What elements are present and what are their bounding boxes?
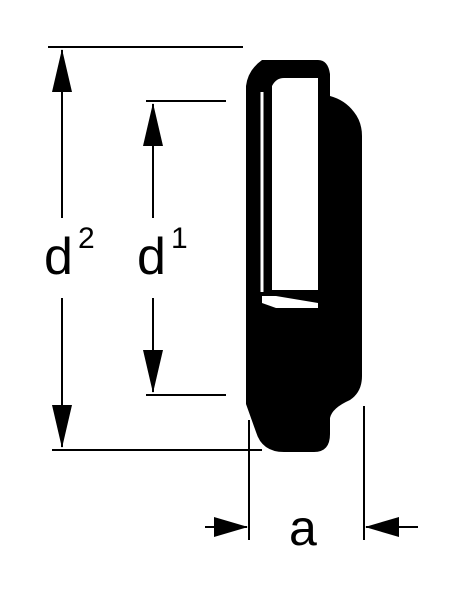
label-d2-index: 2 [78, 222, 95, 255]
label-d1-letter: d [137, 228, 166, 286]
arrowhead-d1-top [143, 103, 163, 146]
label-a: a [289, 500, 317, 556]
arrowhead-a-right [365, 517, 399, 537]
extension-lines [48, 46, 365, 540]
dimension-d1: d 1 [137, 103, 188, 393]
label-d1-index: 1 [171, 222, 188, 255]
dimension-a: a [205, 500, 418, 556]
label-d2-letter: d [44, 228, 73, 286]
arrowhead-d2-bottom [52, 405, 72, 448]
arrowhead-a-left [214, 517, 248, 537]
part-stripe [262, 296, 318, 308]
dimension-d2: d 2 [44, 49, 95, 448]
part-profile [246, 60, 362, 452]
arrowhead-d2-top [52, 49, 72, 92]
arrowhead-d1-bottom [143, 350, 163, 393]
part-face-highlight [272, 78, 318, 290]
